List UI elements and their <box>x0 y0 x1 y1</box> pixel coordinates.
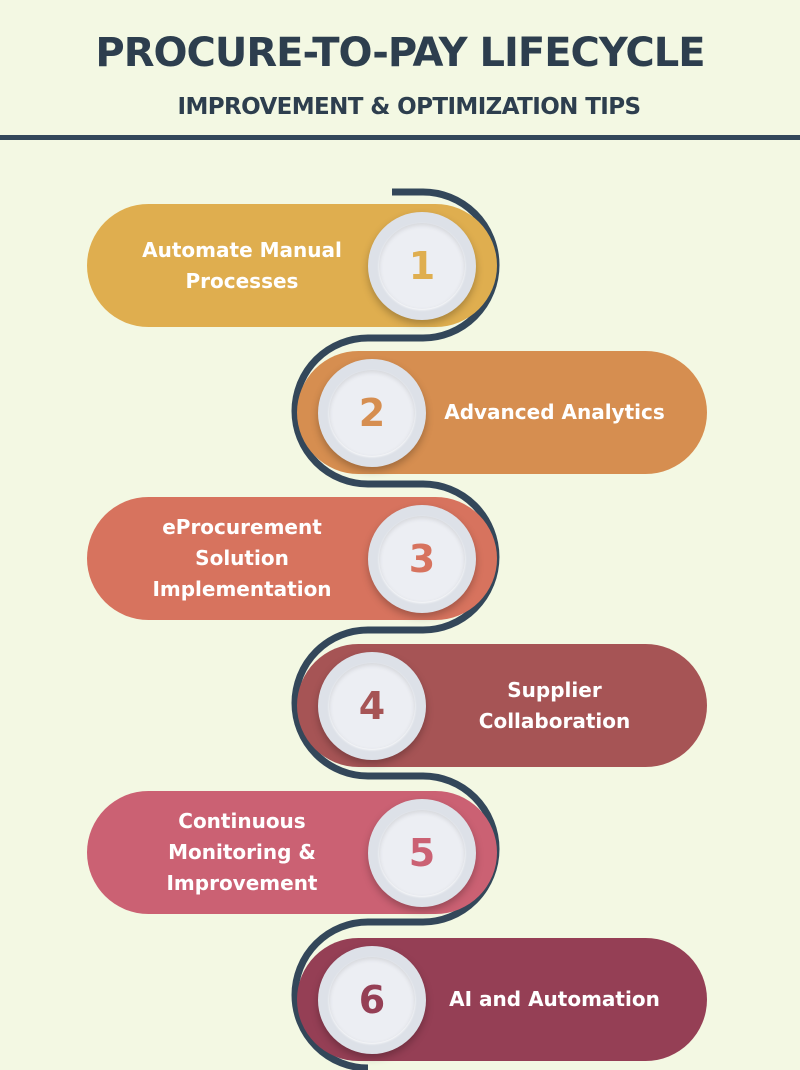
step-3: eProcurement Solution Implementation 3 <box>87 497 497 620</box>
step-4: 4 Supplier Collaboration <box>297 644 707 767</box>
page-title: PROCURE-TO-PAY LIFECYCLE <box>95 30 705 76</box>
step-4-number-disc: 4 <box>318 652 426 760</box>
step-3-number-disc: 3 <box>368 505 476 613</box>
step-2-number: 2 <box>329 370 415 456</box>
step-5: Continuous Monitoring & Improvement 5 <box>87 791 497 914</box>
step-1: Automate Manual Processes 1 <box>87 204 497 327</box>
step-6-label: AI and Automation <box>449 987 660 1011</box>
step-4-number: 4 <box>329 663 415 749</box>
step-3-number: 3 <box>379 516 465 602</box>
step-2-label: Advanced Analytics <box>444 400 665 424</box>
step-6: 6 AI and Automation <box>297 938 707 1061</box>
step-1-number: 1 <box>379 223 465 309</box>
step-3-label: eProcurement Solution Implementation <box>152 515 332 601</box>
step-5-number-disc: 5 <box>368 799 476 907</box>
header-divider <box>0 135 800 140</box>
step-2-number-disc: 2 <box>318 359 426 467</box>
step-1-number-disc: 1 <box>368 212 476 320</box>
page-subtitle: IMPROVEMENT & OPTIMIZATION TIPS <box>177 94 642 120</box>
step-5-number: 5 <box>379 810 465 896</box>
step-1-label: Automate Manual Processes <box>142 237 342 293</box>
step-5-label: Continuous Monitoring & Improvement <box>166 809 318 895</box>
step-2: 2 Advanced Analytics <box>297 351 707 474</box>
step-6-number: 6 <box>329 957 415 1043</box>
step-4-label: Supplier Collaboration <box>478 677 631 733</box>
step-6-number-disc: 6 <box>318 946 426 1054</box>
